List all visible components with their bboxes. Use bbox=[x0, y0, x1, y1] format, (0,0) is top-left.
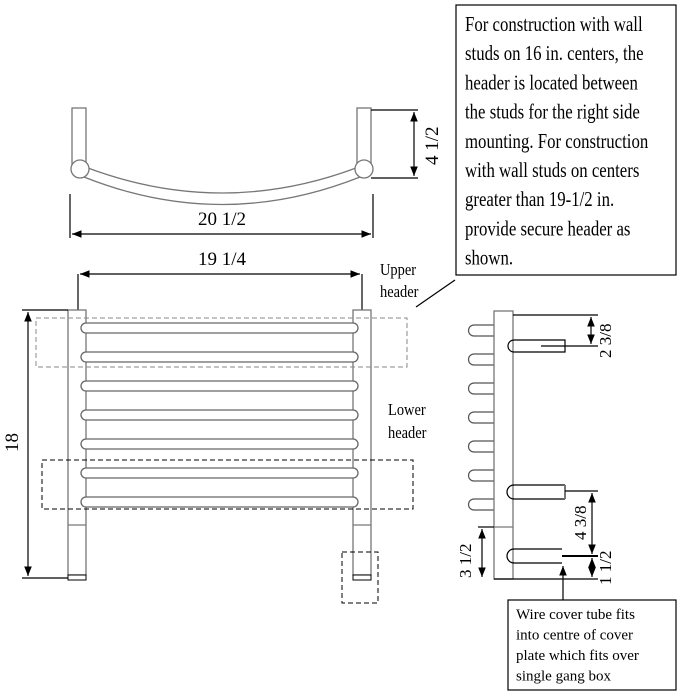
top-dim-label: 2 3/8 bbox=[596, 324, 615, 358]
wire-cover-note-callout: Wire cover tube fits into centre of cover… bbox=[507, 599, 677, 691]
lower-header-label-1: Lower bbox=[388, 401, 426, 419]
towel-rail bbox=[80, 467, 359, 479]
towel-rail bbox=[80, 438, 359, 450]
depth-dim-label: 4 1/2 bbox=[422, 126, 443, 165]
bottom-dim-label: 1 1/2 bbox=[596, 551, 615, 585]
left-foot bbox=[67, 574, 87, 581]
header-note-line: provide secure header as bbox=[465, 218, 630, 241]
side-view: 2 3/8 4 3/8 1 1/2 3 1/2 bbox=[456, 310, 615, 600]
header-note-line: header is located between bbox=[465, 72, 638, 95]
towel-rail bbox=[80, 380, 359, 392]
top-tube bbox=[507, 339, 566, 353]
curved-arm-inner bbox=[87, 167, 357, 194]
towel-rail bbox=[80, 322, 359, 334]
wire-note-line: Wire cover tube fits bbox=[516, 607, 635, 623]
left-dim-label: 3 1/2 bbox=[456, 544, 475, 578]
mount-width-dim-label: 19 1/4 bbox=[198, 249, 247, 270]
fins bbox=[467, 324, 494, 511]
curved-arm-outer bbox=[83, 176, 361, 206]
rail-end-side bbox=[467, 382, 494, 395]
left-joint bbox=[70, 159, 90, 179]
rail-end-side bbox=[467, 411, 494, 424]
upper-header-box bbox=[35, 317, 408, 368]
upper-header-label-2: header bbox=[380, 283, 419, 301]
header-note-callout: For construction with wall studs on 16 in… bbox=[455, 4, 677, 276]
header-note-line: greater than 19-1/2 in. bbox=[465, 189, 614, 212]
header-note-line: shown. bbox=[465, 247, 513, 270]
front-view: 19 1/4 18 Upper header Lower header bbox=[2, 249, 456, 604]
middle-tube bbox=[506, 484, 565, 500]
rail-end-side bbox=[467, 324, 494, 337]
right-joint bbox=[354, 159, 374, 179]
rail-end-side bbox=[467, 498, 494, 511]
header-note-line: For construction with wall bbox=[465, 13, 643, 36]
callout-leader-line bbox=[415, 279, 456, 308]
rails bbox=[80, 322, 359, 508]
towel-rail bbox=[80, 351, 359, 363]
header-note-line: studs on 16 in. centers, the bbox=[465, 43, 644, 66]
right-post-top bbox=[356, 107, 372, 169]
header-note-line: mounting. For construction bbox=[465, 130, 649, 153]
header-note-line: the studs for the right side bbox=[465, 101, 640, 124]
lower-header-box bbox=[41, 459, 414, 510]
middle-dim-label: 4 3/8 bbox=[571, 506, 590, 540]
junction-box-outline bbox=[341, 551, 379, 604]
left-post-top bbox=[71, 107, 87, 169]
towel-rail bbox=[80, 496, 359, 508]
rail-end-side bbox=[467, 353, 494, 366]
rail-end-side bbox=[467, 469, 494, 482]
wire-note-line: single gang box bbox=[516, 669, 611, 685]
right-foot bbox=[352, 574, 372, 581]
lower-header-label-2: header bbox=[388, 424, 427, 442]
wire-note-line: into centre of cover bbox=[516, 628, 633, 644]
header-note-line: with wall studs on centers bbox=[465, 159, 639, 182]
upper-header-label-1: Upper bbox=[380, 261, 417, 279]
towel-rail bbox=[80, 409, 359, 421]
top-view: 4 1/2 20 1/2 bbox=[69, 107, 443, 238]
height-dim-label: 18 bbox=[2, 433, 23, 452]
rail-end-side bbox=[467, 440, 494, 453]
bottom-tube bbox=[506, 548, 562, 564]
width-dim-label: 20 1/2 bbox=[198, 209, 246, 230]
wire-note-line: plate which fits over bbox=[516, 648, 639, 664]
